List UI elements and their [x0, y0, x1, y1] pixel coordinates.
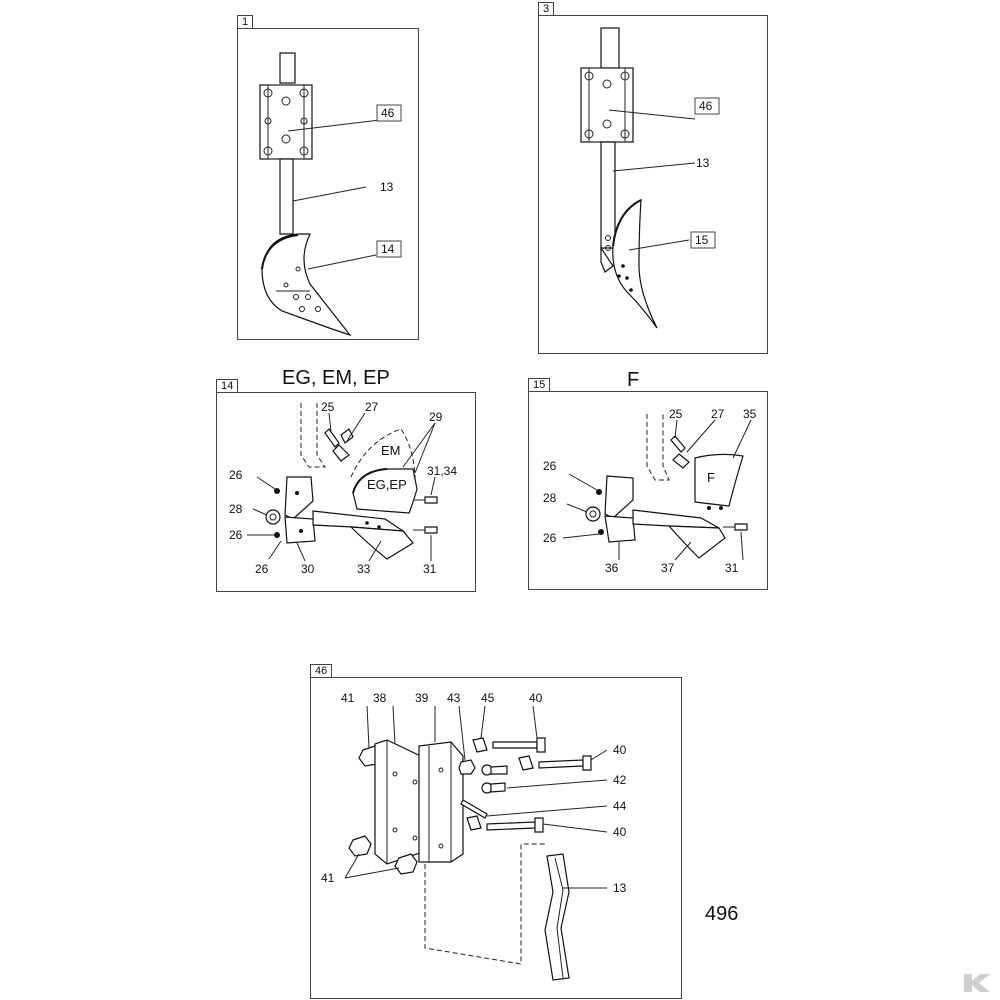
- callout-28: 28: [543, 491, 557, 505]
- panel-3: 3 46 13 15: [538, 2, 768, 354]
- panel-46-number: 46: [310, 664, 333, 678]
- callout-39: 39: [415, 691, 429, 705]
- callout-26-bottom: 26: [543, 531, 557, 545]
- label-f: F: [707, 470, 715, 485]
- panel-15-heading: F: [627, 369, 640, 391]
- callout-27: 27: [365, 400, 379, 414]
- callout-31-34: 31,34: [427, 464, 457, 478]
- callout-42: 42: [613, 773, 627, 787]
- callout-38: 38: [373, 691, 387, 705]
- callout-25: 25: [669, 407, 683, 421]
- panel-15-number: 15: [528, 378, 551, 392]
- callout-43: 43: [447, 691, 461, 705]
- callout-14: 14: [381, 242, 395, 256]
- panel-15: 15 25 27 35 F 26 28 26 36: [528, 378, 768, 590]
- panel-14: 14: [216, 379, 476, 592]
- panel-14-number: 14: [216, 379, 239, 393]
- callout-13: 13: [380, 180, 394, 194]
- panel-1: 1 46 13 14: [237, 15, 419, 340]
- callout-26-bottom: 26: [255, 562, 269, 576]
- callout-27: 27: [711, 407, 725, 421]
- panel-46: 46: [310, 664, 682, 999]
- callout-29: 29: [429, 410, 443, 424]
- callout-26-top: 26: [543, 459, 557, 473]
- callout-40-bottom: 40: [613, 825, 627, 839]
- callout-41-top: 41: [341, 691, 355, 705]
- panel-3-number: 3: [538, 2, 555, 16]
- panel-14-heading: EG, EM, EP: [282, 367, 390, 389]
- callout-25: 25: [321, 400, 335, 414]
- callout-40-top: 40: [529, 691, 543, 705]
- callout-44: 44: [613, 799, 627, 813]
- callout-41-bottom: 41: [321, 871, 335, 885]
- panel-15-drawing: 25 27 35 F 26 28 26 36 37 31: [543, 407, 757, 575]
- label-eg-ep: EG,EP: [367, 477, 407, 492]
- callout-35: 35: [743, 407, 757, 421]
- callout-36: 36: [605, 561, 619, 575]
- callout-46: 46: [381, 106, 395, 120]
- panel-1-drawing: 46 13 14: [259, 52, 402, 337]
- callout-15: 15: [695, 233, 709, 247]
- panel-14-drawing: 25 27 29 EM EG,EP 31,34 26 28 26 26 30 3…: [229, 400, 457, 576]
- label-em: EM: [381, 443, 401, 458]
- callout-26-mid: 26: [229, 528, 243, 542]
- callout-40-mid: 40: [613, 743, 627, 757]
- panel-3-drawing: 46 13 15: [580, 27, 720, 329]
- callout-30: 30: [301, 562, 315, 576]
- callout-13: 13: [613, 881, 627, 895]
- callout-31: 31: [423, 562, 437, 576]
- callout-26-top: 26: [229, 468, 243, 482]
- callout-45: 45: [481, 691, 495, 705]
- callout-13: 13: [696, 156, 710, 170]
- panel-46-drawing: 41 38 39 43 45 40 40 42 44 40 13 41: [321, 691, 627, 981]
- callout-46: 46: [699, 99, 713, 113]
- callout-28: 28: [229, 502, 243, 516]
- page-number: 496: [705, 903, 739, 925]
- brand-k-logo-icon: [964, 974, 990, 992]
- callout-33: 33: [357, 562, 371, 576]
- panel-1-number: 1: [237, 15, 254, 29]
- callout-31: 31: [725, 561, 739, 575]
- callout-37: 37: [661, 561, 675, 575]
